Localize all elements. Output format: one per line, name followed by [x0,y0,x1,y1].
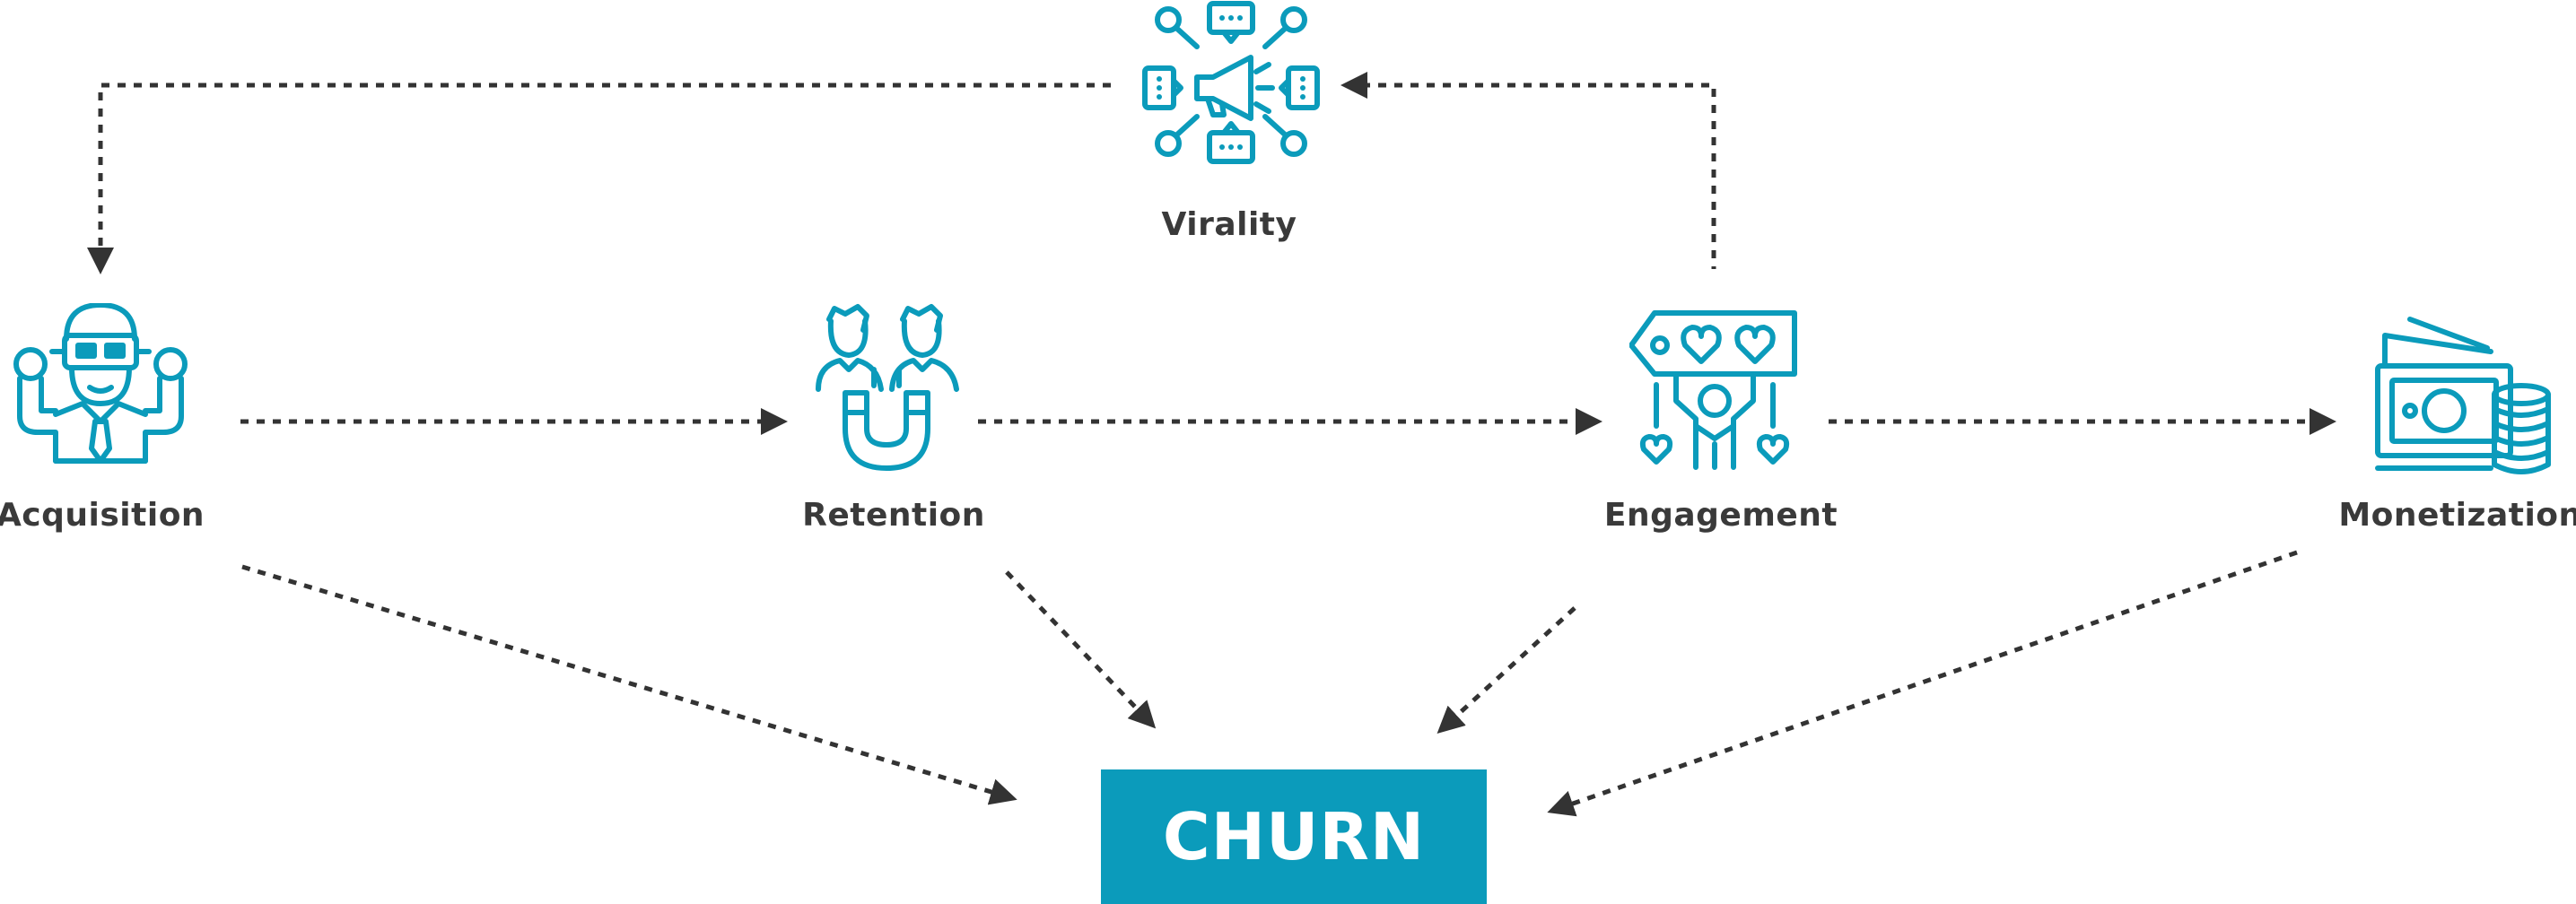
acquisition-label: Acquisition [0,497,205,534]
churn-box: CHURN [1101,769,1487,904]
edge-acquisition-churn [241,564,1017,805]
edge-retention-churn [1005,570,1157,729]
engagement-label: Engagement [1603,497,1838,534]
cash-coins-icon [2375,317,2551,474]
magnet-users-icon [816,304,959,471]
churn-label: CHURN [1162,799,1426,874]
monetization-label: Monetization [2338,497,2576,534]
edge-virality-acquisition [87,83,1111,274]
heart-tag-icon [1629,310,1797,470]
virality-label: Virality [1161,206,1297,243]
edge-engagement-virality [1340,72,1716,269]
edge-monetization-churn [1547,550,2298,817]
edge-engagement-churn [1436,606,1576,734]
megaphone-network-icon [1142,1,1320,164]
vr-user-icon [13,303,188,464]
retention-label: Retention [802,497,985,534]
